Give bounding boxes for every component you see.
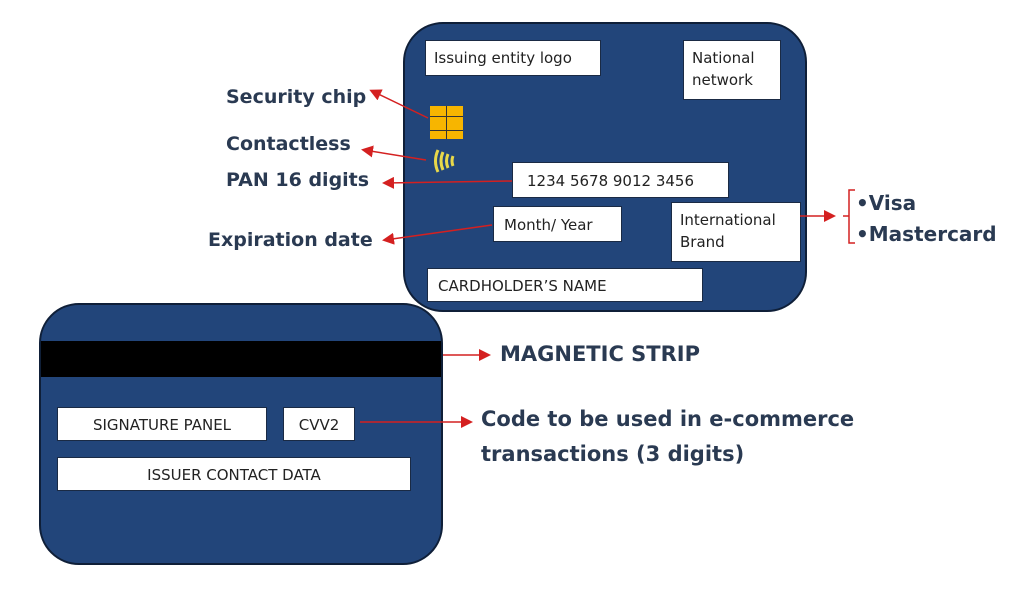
arrow-pan bbox=[382, 176, 513, 189]
issuer-contact-box: ISSUER CONTACT DATA bbox=[57, 457, 411, 491]
label-magnetic-strip: MAGNETIC STRIP bbox=[500, 342, 700, 366]
national-network-box: National network bbox=[683, 40, 781, 100]
label-contactless: Contactless bbox=[226, 133, 351, 155]
label-expiration: Expiration date bbox=[208, 229, 373, 251]
arrow-contactless bbox=[361, 145, 427, 161]
label-mastercard: •Mastercard bbox=[856, 222, 997, 246]
arrow-expiry bbox=[382, 224, 493, 245]
magnetic-strip bbox=[41, 341, 441, 377]
brand-line1: International bbox=[680, 211, 776, 229]
chip-icon bbox=[430, 106, 463, 139]
label-cvv-line2: transactions (3 digits) bbox=[481, 442, 745, 466]
brand-box: International Brand bbox=[671, 202, 801, 262]
national-network-line1: National bbox=[692, 49, 755, 67]
cvv-box: CVV2 bbox=[283, 407, 355, 441]
national-network-line2: network bbox=[692, 71, 753, 89]
brand-line2: Brand bbox=[680, 233, 725, 251]
label-security-chip: Security chip bbox=[226, 86, 367, 108]
arrow-chip bbox=[369, 89, 429, 119]
cardholder-box: CARDHOLDER’S NAME bbox=[427, 268, 703, 302]
card-back: SIGNATURE PANEL CVV2 ISSUER CONTACT DATA bbox=[39, 303, 443, 565]
brand-bracket bbox=[843, 189, 855, 244]
pan-box: 1234 5678 9012 3456 bbox=[512, 162, 729, 198]
label-cvv-line1: Code to be used in e-commerce bbox=[481, 407, 855, 431]
issuer-logo-box: Issuing entity logo bbox=[425, 40, 601, 76]
expiry-box: Month/ Year bbox=[493, 206, 622, 242]
label-pan: PAN 16 digits bbox=[226, 169, 370, 191]
contactless-icon bbox=[434, 149, 455, 173]
signature-panel: SIGNATURE PANEL bbox=[57, 407, 267, 441]
label-visa: •Visa bbox=[856, 191, 917, 215]
card-front: Issuing entity logo National network 123… bbox=[403, 22, 807, 312]
